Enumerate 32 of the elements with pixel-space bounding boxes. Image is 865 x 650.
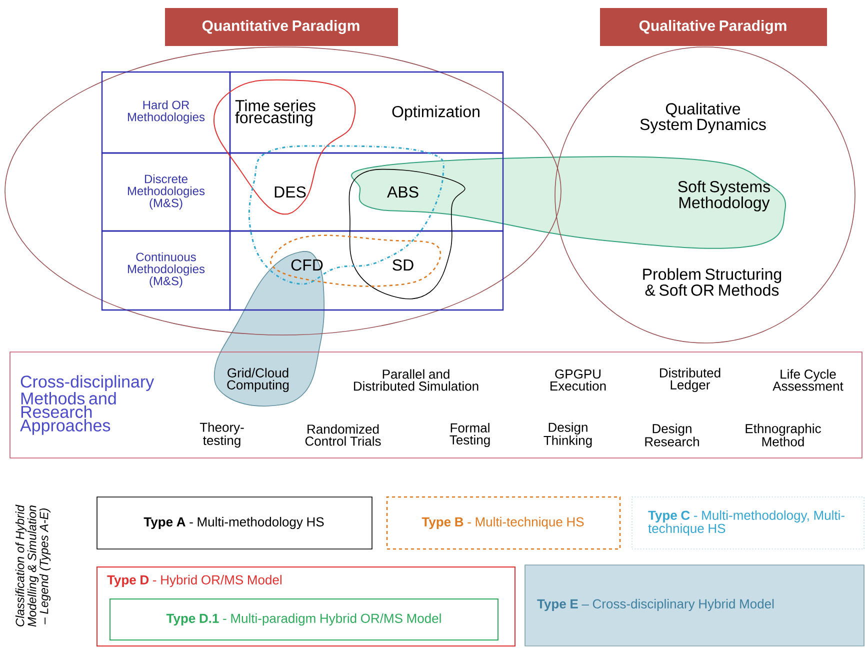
cell-text: Design Research: [645, 424, 699, 446]
cell-text: Ethnographic Method: [746, 424, 821, 446]
legend-box: Type B - Multi-technique HS: [386, 496, 621, 550]
cell-text: Randomized Control Trials: [305, 424, 381, 446]
cell-text: SD: [392, 259, 414, 271]
cell-text: Grid/Cloud Computing: [227, 368, 289, 392]
cell-text: Soft Systems Methodology: [678, 180, 770, 212]
table-cell: Continuous Methodologies (M&S): [101, 230, 231, 311]
cell-text: Problem Structuring & Soft OR Methods: [643, 268, 782, 296]
legend-box: Type D.1 - Multi-paradigm Hybrid OR/MS Model: [110, 598, 498, 640]
cell-text: Design Thinking: [544, 422, 592, 448]
cell-text: Optimization: [392, 106, 480, 120]
table-cell: Hard OR Methodologies: [101, 71, 231, 154]
legend-box: Type E – Cross-disciplinary Hybrid Model: [524, 564, 864, 646]
banner: Quantitative Paradigm: [165, 8, 398, 46]
cell-text: Life Cycle Assessment: [772, 369, 844, 391]
cell-text: ABS: [387, 186, 418, 198]
cell-text: DES: [274, 186, 306, 198]
rotated-heading: Classification of Hybrid Modelling & Simulation – Legend (Types A-E): [15, 504, 51, 627]
legend-box: Type C - Multi-methodology, Multi-technique HS: [632, 496, 864, 550]
cell-text: Qualitative System Dynamics: [640, 102, 766, 134]
cell-text: Distributed Ledger: [660, 368, 720, 392]
cell-text: Time series forecasting: [235, 100, 316, 126]
legend-box: Type A - Multi-methodology HS: [96, 496, 372, 550]
cell-text: Parallel and Distributed Simulation: [354, 369, 478, 391]
cell-text: CFD: [291, 259, 323, 271]
cell-text: GPGPU Execution: [550, 369, 606, 391]
cell-text: Theory-testing: [200, 422, 244, 448]
panel-heading: Cross-disciplinary Methods and Research Approaches: [20, 375, 154, 435]
cell-text: Formal Testing: [450, 422, 490, 448]
banner: Qualitative Paradigm: [600, 8, 827, 46]
table-cell: Discrete Methodologies (M&S): [101, 152, 231, 232]
